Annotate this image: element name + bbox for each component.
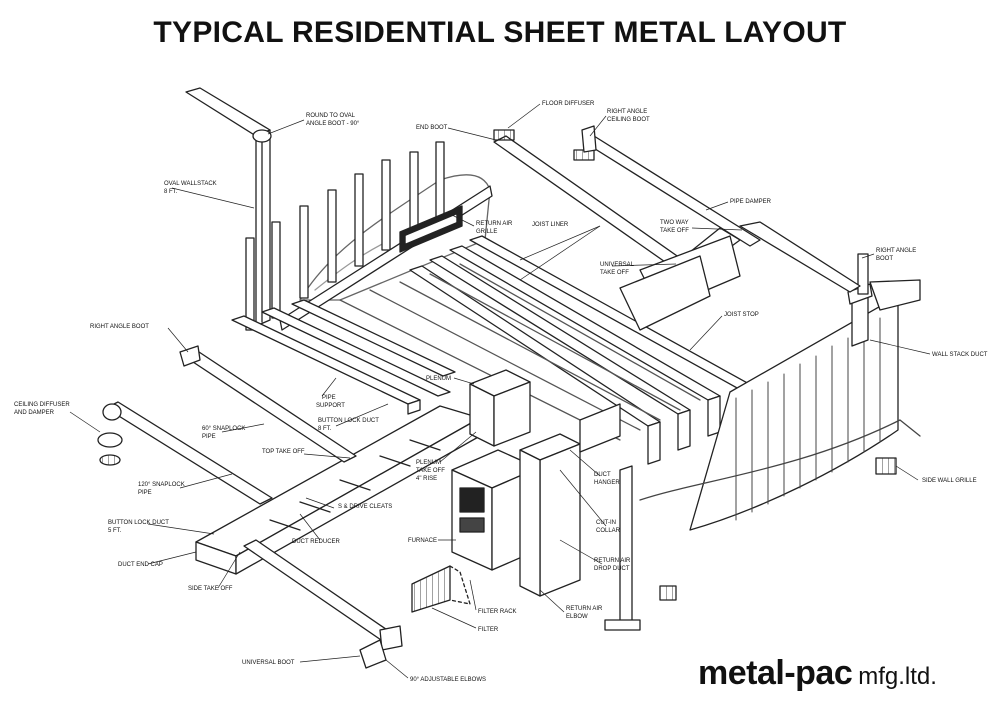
label-filter: FILTER: [478, 627, 499, 633]
label-universal-boot: UNIVERSAL BOOT: [242, 660, 295, 666]
label-floor-diffuser: FLOOR DIFFUSER: [542, 101, 595, 107]
label-plenum: PLENUM: [426, 376, 451, 382]
return-air-trunk: [619, 235, 741, 331]
ceiling-diffuser: [97, 432, 123, 466]
round-pipe-left-1: [179, 345, 357, 463]
label-button-lock-duct-8: BUTTON LOCK DUCT 8 FT.: [318, 418, 380, 432]
label-oval-wallstack: OVAL WALLSTACK 8 FT.: [164, 181, 218, 195]
label-pipe-support: PIPE SUPPORT: [316, 395, 345, 409]
label-snaplock-120: 120° SNAPLOCK PIPE: [138, 482, 186, 496]
leader-lines: [69, 103, 931, 679]
plenum: [469, 369, 531, 447]
label-snaplock-60: 60° SNAPLOCK PIPE: [202, 426, 247, 440]
filter: [411, 565, 471, 613]
label-s-drive-cleats: S & DRIVE CLEATS: [338, 504, 392, 510]
joist-liner: [339, 263, 701, 441]
foundation-wall: [604, 279, 921, 631]
label-cut-in-collar: CUT-IN COLLAR: [596, 520, 621, 534]
ceiling-boot: [573, 125, 597, 161]
brand-name: metal-pac: [698, 654, 853, 692]
round-pipe-lower: [243, 539, 403, 669]
label-universal-takeoff: UNIVERSAL TAKE OFF: [600, 262, 635, 276]
label-right-angle-boot-right: RIGHT ANGLE BOOT: [876, 248, 918, 262]
label-filter-rack: FILTER RACK: [478, 609, 517, 615]
label-top-takeoff: TOP TAKE OFF: [262, 449, 305, 455]
label-furnace: FURNACE: [408, 538, 437, 544]
label-side-wall-grille: SIDE WALL GRILLE: [922, 478, 977, 484]
label-ceiling-diffuser: CEILING DIFFUSER AND DAMPER: [14, 402, 71, 416]
brand-suffix: mfg.ltd.: [858, 663, 937, 690]
label-adjustable-elbows: 90° ADJUSTABLE ELBOWS: [410, 677, 486, 683]
label-pipe-damper: PIPE DAMPER: [730, 199, 772, 205]
return-air-grille: [399, 205, 463, 253]
label-duct-reducer: DUCT REDUCER: [292, 539, 341, 545]
wall-studs: [245, 141, 493, 331]
label-joist-liner: JOIST LINER: [532, 222, 569, 228]
label-round-to-oval: ROUND TO OVAL ANGLE BOOT - 90°: [306, 113, 360, 127]
oval-wallstack: [185, 87, 272, 327]
label-wall-stack-duct: WALL STACK DUCT: [932, 352, 988, 358]
side-wall-grille-lower: [659, 585, 677, 601]
label-duct-hanger: DUCT HANGER: [594, 472, 620, 486]
label-right-angle-boot-left: RIGHT ANGLE BOOT: [90, 324, 149, 330]
supply-trunk: [195, 405, 481, 575]
label-two-way-takeoff: TWO WAY TAKE OFF: [660, 220, 690, 234]
diagram-title: TYPICAL RESIDENTIAL SHEET METAL LAYOUT: [153, 16, 847, 49]
label-end-boot: END BOOT: [416, 125, 448, 131]
labels: ROUND TO OVAL ANGLE BOOT - 90° OVAL WALL…: [14, 101, 988, 683]
floor-diffuser: [493, 129, 515, 141]
wall-stack-duct: [847, 253, 873, 347]
label-joist-stop: JOIST STOP: [724, 312, 759, 318]
label-duct-end-cap: DUCT END CAP: [118, 562, 163, 568]
label-plenum-takeoff: PLENUM TAKE OFF 4" RISE: [416, 460, 447, 482]
side-wall-grille-right: [875, 457, 897, 475]
label-right-angle-ceiling-boot: RIGHT ANGLE CEILING BOOT: [607, 109, 650, 123]
label-side-takeoff: SIDE TAKE OFF: [188, 586, 233, 592]
label-return-air-grille: RETURN AIR GRILLE: [476, 221, 514, 235]
label-return-air-elbow: RETURN AIR ELBOW: [566, 606, 604, 620]
label-button-lock-duct-5: BUTTON LOCK DUCT 5 FT.: [108, 520, 170, 534]
label-return-air-drop-duct: RETURN AIR DROP DUCT: [594, 558, 632, 572]
round-pipe-left-2: [102, 401, 273, 505]
